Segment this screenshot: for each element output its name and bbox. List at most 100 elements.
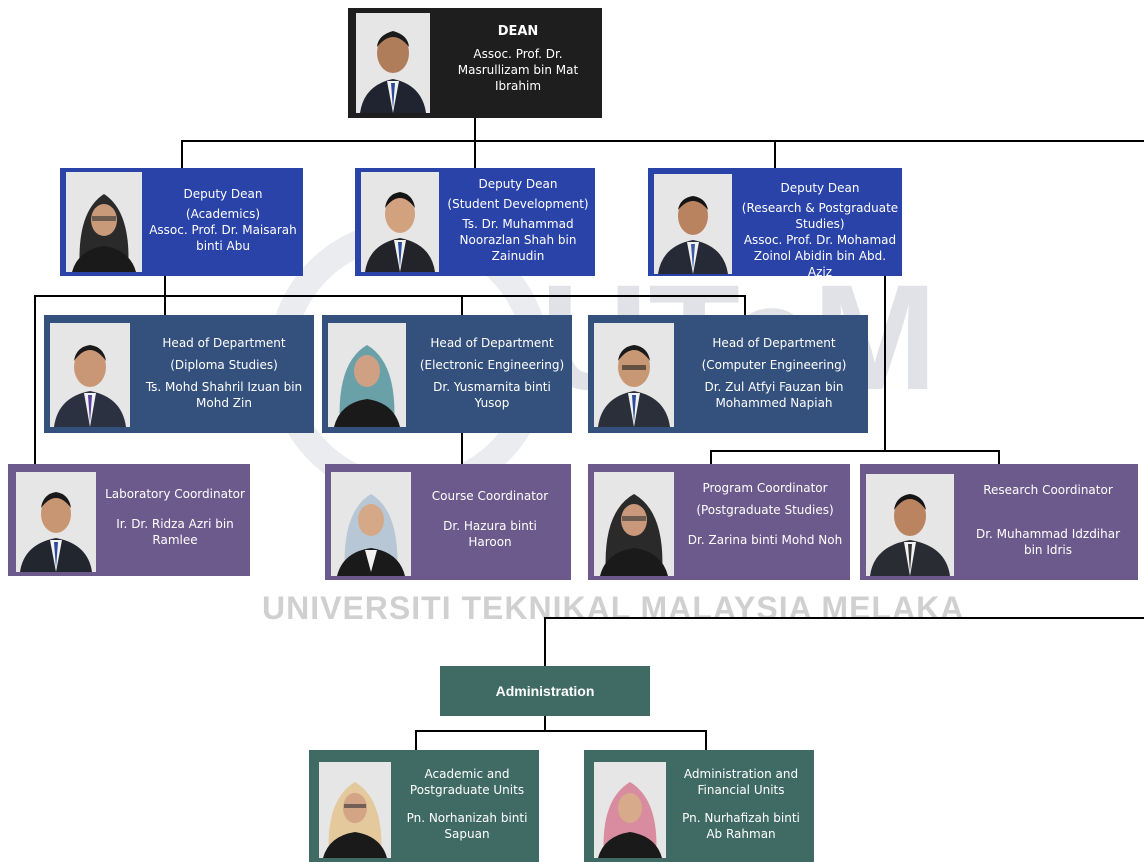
connector	[181, 140, 183, 168]
connector	[461, 432, 463, 464]
deputy-dean-name: Assoc. Prof. Dr. Maisarah	[149, 223, 297, 237]
deputy-dean-name: Zainudin	[491, 249, 545, 263]
laboratory-coordinator-card: Laboratory Coordinator Ir. Dr. Ridza Azr…	[8, 464, 250, 576]
connector	[774, 140, 776, 168]
connector	[181, 140, 1144, 142]
dean-text: DEAN Assoc. Prof. Dr. Masrullizam bin Ma…	[438, 24, 598, 94]
connector	[544, 617, 1144, 619]
deputy-dean-role: Deputy Dean	[183, 187, 263, 201]
connector	[544, 617, 546, 667]
deputy-dean-text: Deputy Dean (Research & Postgraduate Stu…	[740, 180, 900, 280]
head-role: Head of Department	[430, 336, 554, 350]
deputy-dean-text: Deputy Dean (Student Development) Ts. Dr…	[443, 176, 593, 264]
connector	[744, 295, 746, 315]
head-name: Ts. Mohd Shahril Izuan bin	[145, 380, 303, 394]
admin-unit-name: Administration and	[683, 767, 799, 781]
coordinator-text: Course Coordinator Dr. Hazura binti Haro…	[415, 488, 565, 550]
deputy-dean-photo	[361, 172, 439, 272]
deputy-dean-dept: (Research & Postgraduate	[741, 201, 899, 215]
admin-staff-name: Sapuan	[444, 827, 490, 841]
connector	[461, 295, 463, 315]
coordinator-role: Course Coordinator	[431, 489, 549, 503]
head-name: Yusop	[474, 396, 510, 410]
administration-header: Administration	[440, 666, 650, 716]
connector	[34, 295, 746, 297]
coordinator-dept: (Postgraduate Studies)	[696, 503, 834, 517]
dean-title: DEAN	[497, 24, 539, 39]
deputy-dean-student-development-card: Deputy Dean (Student Development) Ts. Dr…	[355, 168, 595, 276]
coordinator-name: Ramlee	[152, 533, 198, 547]
deputy-dean-photo	[66, 172, 142, 272]
head-diploma-studies-card: Head of Department (Diploma Studies) Ts.…	[44, 315, 314, 433]
deputy-dean-text: Deputy Dean (Academics) Assoc. Prof. Dr.…	[148, 186, 298, 254]
head-role: Head of Department	[712, 336, 836, 350]
deputy-dean-role: Deputy Dean	[780, 181, 860, 195]
connector	[415, 730, 707, 732]
administration-financial-units-card: Administration and Financial Units Pn. N…	[584, 750, 814, 862]
dean-name: Masrullizam bin Mat	[457, 63, 579, 77]
head-role: Head of Department	[162, 336, 286, 350]
program-coordinator-card: Program Coordinator (Postgraduate Studie…	[588, 464, 850, 580]
head-dept: (Computer Engineering)	[701, 358, 847, 372]
admin-staff-name: Ab Rahman	[706, 827, 776, 841]
deputy-dean-name: Assoc. Prof. Dr. Mohamad	[743, 233, 897, 247]
coordinator-role: Laboratory Coordinator	[105, 487, 245, 501]
head-computer-engineering-card: Head of Department (Computer Engineering…	[588, 315, 868, 433]
connector	[415, 730, 417, 750]
coordinator-text: Laboratory Coordinator Ir. Dr. Ridza Azr…	[100, 486, 250, 548]
dean-card: DEAN Assoc. Prof. Dr. Masrullizam bin Ma…	[348, 8, 602, 118]
coordinator-photo	[594, 472, 674, 576]
head-name: Mohammed Napiah	[715, 396, 833, 410]
head-text: Head of Department (Diploma Studies) Ts.…	[136, 335, 312, 411]
head-text: Head of Department (Computer Engineering…	[684, 335, 864, 411]
coordinator-role: Program Coordinator	[702, 481, 828, 495]
deputy-dean-dept: (Academics)	[185, 207, 261, 221]
deputy-dean-academics-card: Deputy Dean (Academics) Assoc. Prof. Dr.…	[60, 168, 303, 276]
deputy-dean-research-card: Deputy Dean (Research & Postgraduate Stu…	[648, 168, 902, 279]
coordinator-name: Dr. Zarina binti Mohd Noh	[687, 533, 843, 547]
deputy-dean-name: Zoinol Abidin bin Abd. Aziz	[753, 249, 887, 279]
connector	[34, 295, 36, 465]
deputy-dean-name: Noorazlan Shah bin	[459, 233, 577, 247]
connector	[164, 295, 166, 315]
coordinator-name: Dr. Muhammad Idzdihar	[975, 527, 1121, 541]
coordinator-name: Haroon	[468, 535, 512, 549]
research-coordinator-card: Research Coordinator Dr. Muhammad Idzdih…	[860, 464, 1138, 580]
deputy-dean-role: Deputy Dean	[478, 177, 558, 191]
deputy-dean-photo	[654, 174, 732, 274]
head-dept: (Diploma Studies)	[170, 358, 278, 372]
connector	[705, 730, 707, 750]
coordinator-photo	[866, 474, 954, 576]
connector	[710, 450, 712, 466]
coordinator-text: Research Coordinator Dr. Muhammad Idzdih…	[960, 482, 1136, 558]
head-name: Mohd Zin	[196, 396, 252, 410]
coordinator-name: Ir. Dr. Ridza Azri bin	[116, 517, 234, 531]
admin-photo	[319, 762, 391, 858]
admin-unit-name: Postgraduate Units	[409, 783, 525, 797]
connector	[474, 118, 476, 142]
head-photo	[594, 323, 674, 427]
coordinator-photo	[16, 472, 96, 572]
deputy-dean-dept: Studies)	[795, 217, 845, 231]
deputy-dean-name: binti Abu	[196, 239, 250, 253]
admin-unit-text: Academic and Postgraduate Units Pn. Norh…	[397, 766, 537, 842]
coordinator-text: Program Coordinator (Postgraduate Studie…	[680, 480, 850, 548]
head-name: Dr. Yusmarnita binti	[433, 380, 551, 394]
deputy-dean-dept: (Student Development)	[447, 197, 589, 211]
watermark-university-name: UNIVERSITI TEKNIKAL MALAYSIA MELAKA	[262, 590, 965, 626]
connector	[710, 450, 1000, 452]
connector	[884, 276, 886, 452]
connector	[544, 716, 546, 732]
head-name: Dr. Zul Atfyi Fauzan bin	[704, 380, 844, 394]
admin-unit-name: Academic and	[424, 767, 510, 781]
admin-photo	[594, 762, 666, 858]
head-electronic-engineering-card: Head of Department (Electronic Engineeri…	[322, 315, 572, 433]
deputy-dean-name: Ts. Dr. Muhammad	[462, 217, 574, 231]
head-text: Head of Department (Electronic Engineeri…	[412, 335, 572, 411]
connector	[998, 450, 1000, 466]
head-dept: (Electronic Engineering)	[419, 358, 565, 372]
head-photo	[328, 323, 406, 427]
head-photo	[50, 323, 130, 427]
admin-staff-name: Pn. Nurhafizah binti	[682, 811, 800, 825]
academic-postgraduate-units-card: Academic and Postgraduate Units Pn. Norh…	[309, 750, 539, 862]
